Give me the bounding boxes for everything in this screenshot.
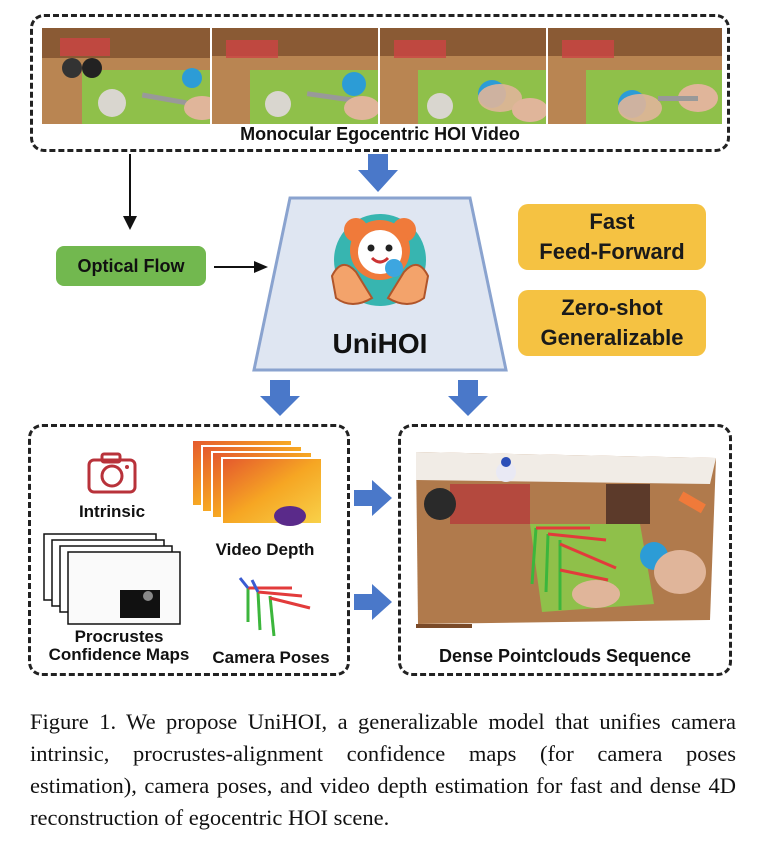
pointcloud-panel-title: Dense Pointclouds Sequence	[438, 646, 692, 666]
pointcloud-panel	[398, 424, 732, 676]
unihoi-logo-icon	[330, 214, 430, 306]
arrow-video-to-model-icon	[358, 154, 398, 192]
outputs-panel	[28, 424, 350, 676]
arrow-depth-to-pointcloud-icon	[354, 480, 392, 516]
feature-line: Generalizable	[540, 325, 684, 350]
video-frame	[378, 28, 548, 124]
arrow-to-optical-flow	[123, 154, 137, 230]
video-depth-label: Video Depth	[215, 540, 315, 559]
feature-line: Fast	[589, 209, 635, 234]
camera-poses-label: Camera Poses	[212, 648, 330, 667]
confidence-maps-line: Procrustes	[74, 627, 164, 646]
video-frame	[40, 28, 212, 124]
optical-flow-label: Optical Flow	[77, 256, 185, 276]
confidence-maps-label: Procrustes Confidence Maps	[34, 628, 204, 664]
feature-pill-fast: Fast Feed-Forward	[518, 204, 706, 270]
model-name: UniHOI	[332, 328, 428, 359]
arrow-model-to-outputs-icon	[260, 380, 300, 416]
video-depth-stack	[191, 439, 323, 526]
confidence-maps-stack	[43, 533, 181, 625]
figure-caption: Figure 1. We propose UniHOI, a generaliz…	[30, 709, 736, 830]
confidence-maps-line: Confidence Maps	[48, 645, 190, 664]
feature-pill-zero-shot: Zero-shot Generalizable	[518, 290, 706, 356]
video-frame	[546, 28, 722, 124]
arrow-poses-to-pointcloud-icon	[354, 584, 392, 620]
camera-icon	[87, 452, 137, 494]
pointcloud-render	[416, 452, 716, 628]
feature-line: Feed-Forward	[539, 239, 685, 264]
video-panel-title: Monocular Egocentric HOI Video	[240, 124, 520, 144]
optical-flow-box: Optical Flow	[56, 246, 206, 286]
camera-poses-glyph	[238, 577, 311, 637]
arrow-model-to-pointcloud-icon	[448, 380, 488, 416]
video-frame	[210, 28, 380, 124]
feature-line: Zero-shot	[561, 295, 663, 320]
video-panel	[30, 14, 730, 152]
intrinsic-label: Intrinsic	[78, 502, 146, 521]
arrow-flow-to-model	[214, 261, 268, 273]
